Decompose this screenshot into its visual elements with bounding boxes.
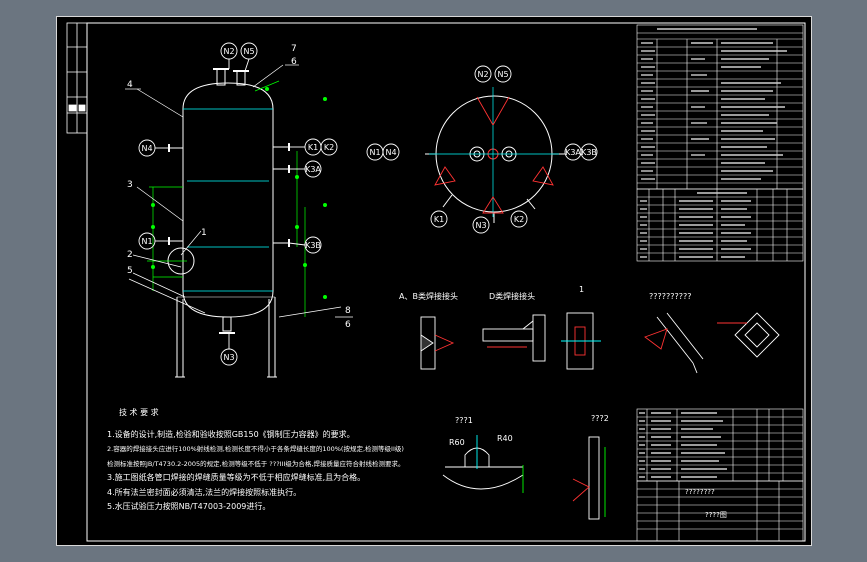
nozzle-labels-front: N2 N5 N4 N1 K1 K2 K3A K3B N3 [141, 47, 334, 362]
vessel-front-view [167, 68, 290, 378]
callout-6b: 6 [345, 320, 351, 330]
cad-drawing: N2 N5 N4 N1 K1 K2 K3A K3B N3 4 3 2 5 1 7… [66, 22, 806, 542]
diamond-detail [717, 312, 780, 358]
tech-req-line-3: 检测标准按照JB/T4730.2-2005的规定,检测等级不低于 ???III级… [107, 459, 404, 468]
callout-1: 1 [201, 228, 207, 238]
tech-req-title: 技 术 要 求 [119, 407, 159, 417]
drawing-sheet: N2 N5 N4 N1 K1 K2 K3A K3B N3 4 3 2 5 1 7… [56, 16, 812, 546]
dimension-lines [147, 80, 306, 317]
tech-req-line-4: 3.施工图纸各管口焊接的焊缝质量等级为不低于相应焊缝标准,且为合格。 [107, 472, 365, 482]
nozzle-N2-label: N2 [223, 47, 234, 56]
nozzle-N3-label: N3 [223, 353, 234, 362]
technical-requirements: 技 术 要 求 1.设备的设计,制造,检验和验收按照GB150《钢制压力容器》的… [107, 407, 404, 511]
callout-2: 2 [127, 250, 133, 260]
parts-list-text [639, 412, 727, 478]
detail-1-saddle [442, 435, 524, 493]
vessel-top-view [425, 95, 565, 223]
callout-8: 8 [345, 306, 351, 316]
dim-r40: R40 [497, 434, 513, 443]
nozzle-K2-label: K2 [324, 143, 334, 152]
nozzle-N5-label: N5 [243, 47, 254, 56]
weld-detail-d [482, 314, 546, 362]
top-N4-label: N4 [385, 148, 396, 157]
angled-weld-detail [644, 312, 704, 374]
dimension-markers [151, 87, 327, 299]
title-block-text: ???????? ????图 [685, 488, 727, 519]
nozzle-N1-label: N1 [141, 237, 152, 246]
nozzle-N4-label: N4 [141, 144, 152, 153]
top-N1-label: N1 [369, 148, 380, 157]
top-K3B-label: K3B [581, 148, 597, 157]
weld-detail-ab [420, 316, 455, 370]
title-block [636, 480, 804, 542]
callout-3: 3 [127, 180, 133, 190]
detail1-title: ???1 [455, 416, 473, 425]
d-welds-title: D类焊接接头 [489, 291, 535, 301]
tech-req-line-5: 4.所有法兰密封面必须清洁,法兰的焊接按照标准执行。 [107, 487, 301, 497]
title-block-drawing: ????图 [705, 511, 727, 519]
top-N3-label: N3 [475, 221, 486, 230]
detail-2-pipe [572, 436, 606, 520]
top-N5-label: N5 [497, 70, 508, 79]
tech-req-line-1: 1.设备的设计,制造,检验和验收按照GB150《钢制压力容器》的要求。 [107, 429, 355, 439]
tech-req-line-2: 2.容器的焊接接头应进行100%射线检测,检测长度不得小于各条焊缝长度的100%… [107, 444, 404, 453]
title-block-name: ???????? [685, 488, 715, 496]
tech-req-line-6: 5.水压试验压力按照NB/T47003-2009进行。 [107, 501, 270, 511]
parts-list [636, 408, 804, 482]
nozzle-K3B-label: K3B [305, 241, 321, 250]
section-1-detail [561, 312, 601, 370]
ab-welds-title: A、B类焊接接头 [399, 291, 458, 301]
top-N2-label: N2 [477, 70, 488, 79]
left-revision-strip [66, 22, 88, 134]
section-1-title: 1 [579, 285, 584, 294]
inner-frame [86, 22, 806, 542]
top-view-supports [434, 96, 554, 214]
nozzle-bubbles-top [366, 65, 598, 234]
nozzle-labels-top: N2 N5 N1 N4 K3A K3B K1 N3 K2 [369, 70, 596, 230]
section-titles: A、B类焊接接头 D类焊接接头 1 ?????????? ???1 ???2 R… [399, 285, 691, 447]
design-data-table-text [641, 28, 787, 180]
top-K1-label: K1 [434, 215, 444, 224]
nozzle-table-text [640, 192, 751, 258]
part-callouts: 4 3 2 5 1 7 6 8 6 [127, 44, 351, 330]
top-K2-label: K2 [514, 215, 524, 224]
leader-lines [125, 64, 353, 318]
top-K3A-label: K3A [565, 148, 581, 157]
detail2-title: ???2 [591, 414, 609, 423]
callout-7: 7 [291, 44, 297, 54]
nozzle-K1-label: K1 [308, 143, 318, 152]
design-data-table [636, 24, 804, 190]
nozzle-table [636, 188, 804, 262]
callout-5: 5 [127, 266, 133, 276]
nozzle-bubbles-front [138, 42, 338, 366]
detail-question-title: ?????????? [649, 292, 691, 301]
top-view-centerlines [429, 87, 559, 217]
dim-r60: R60 [449, 438, 465, 447]
callout-6: 6 [291, 57, 297, 67]
nozzle-K3A-label: K3A [305, 165, 321, 174]
callout-4: 4 [127, 80, 133, 90]
